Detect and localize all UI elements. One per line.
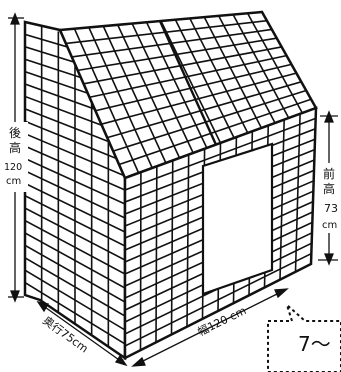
rear-height-label: 後 高 xyxy=(9,126,25,155)
rear-height-label-char-1: 後 xyxy=(9,126,21,140)
front-height-label: 前 高 xyxy=(323,166,339,196)
rear-height-label-char-2: 高 xyxy=(9,140,21,155)
callout-bubble xyxy=(267,301,341,372)
front-height-unit: cm xyxy=(322,220,337,231)
door-opening xyxy=(201,142,274,296)
rear-height-value: 120 xyxy=(4,162,22,173)
front-height-label-char-1: 前 xyxy=(323,166,335,181)
depth-dimension xyxy=(36,301,128,367)
callout-text: 7～ xyxy=(298,332,331,356)
front-height-value: 73 xyxy=(324,202,338,215)
width-dimension xyxy=(131,288,289,367)
front-height-label-char-2: 高 xyxy=(323,181,335,196)
rear-height-unit: cm xyxy=(6,176,21,187)
front-panel xyxy=(123,106,318,361)
